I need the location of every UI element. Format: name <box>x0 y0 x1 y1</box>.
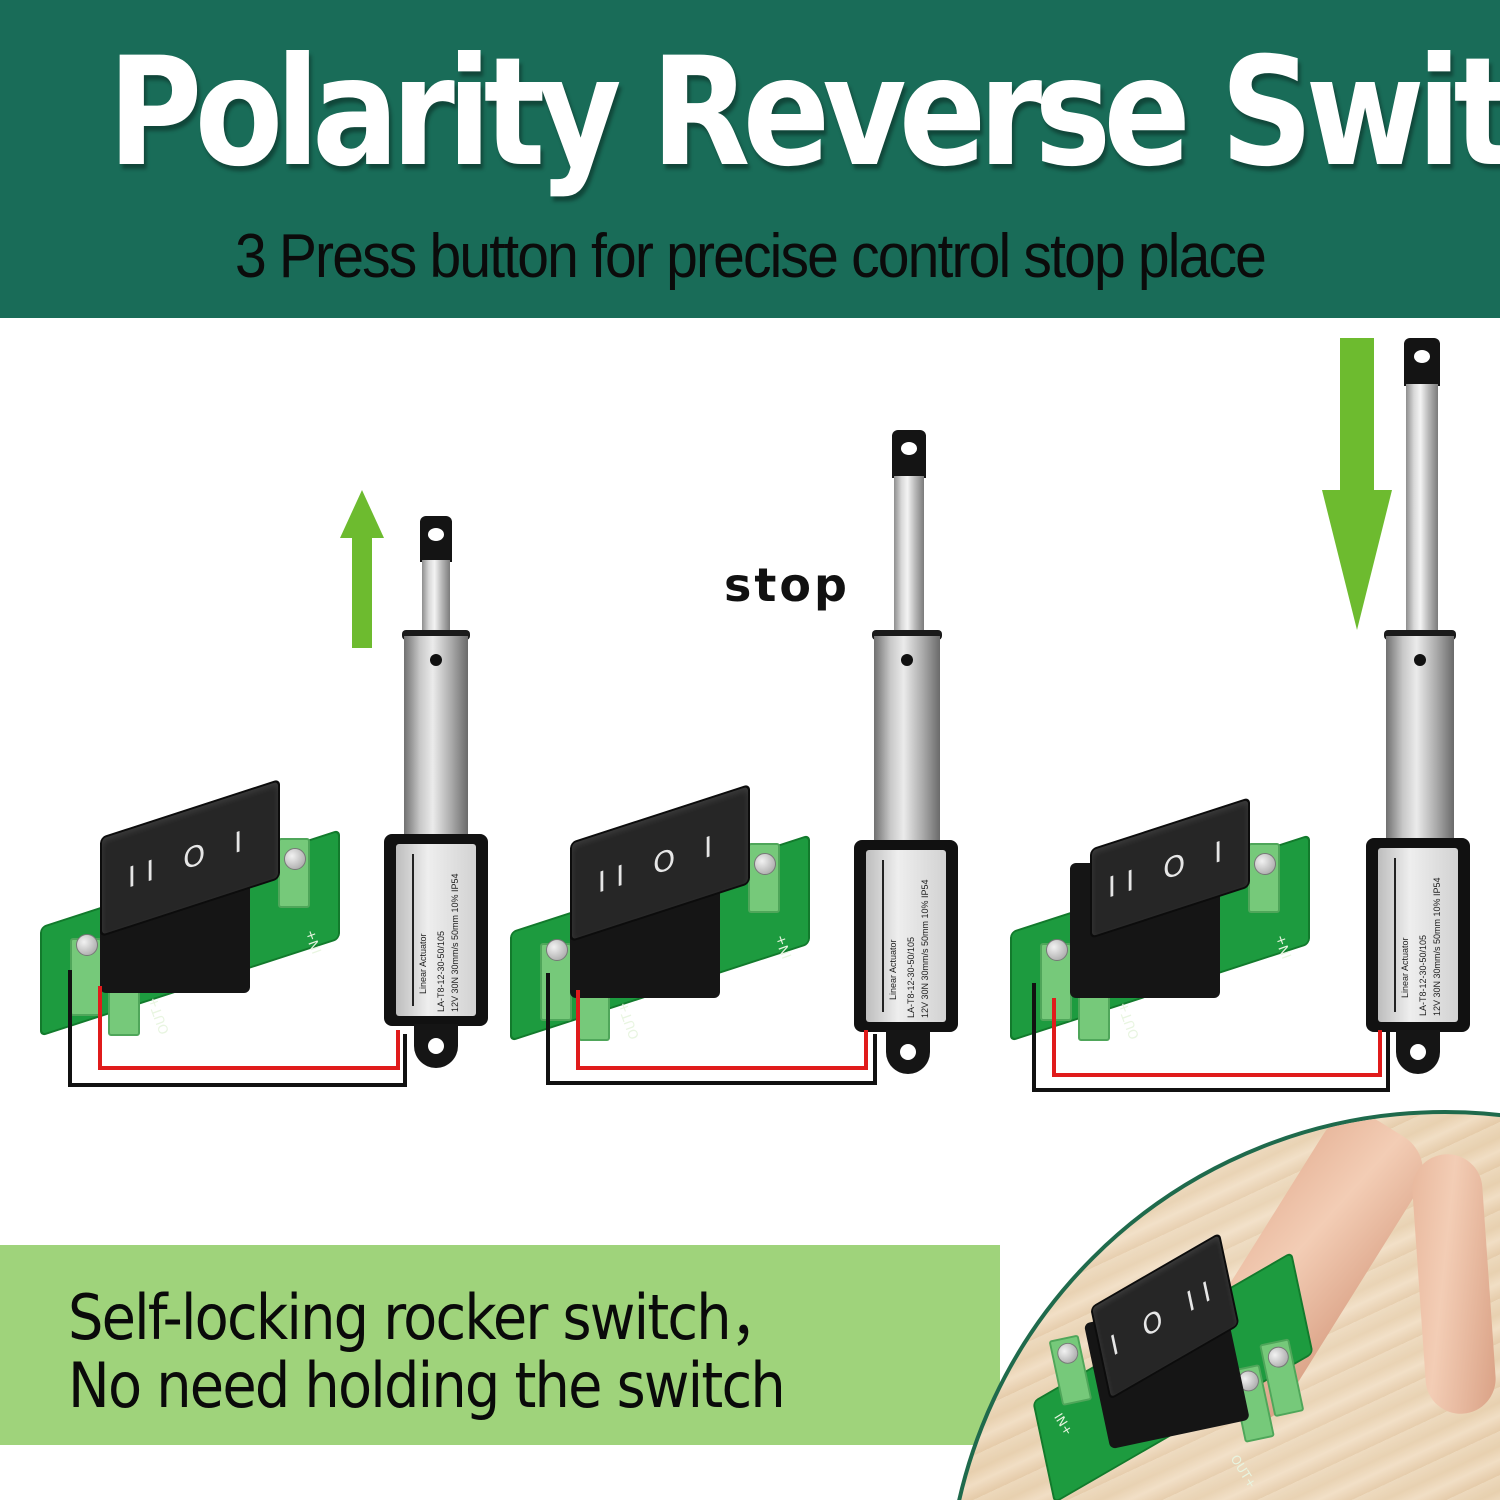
finger <box>1410 1151 1498 1417</box>
page-title: Polarity Reverse Switch <box>107 26 1500 200</box>
board-label-out: OUT+ <box>1227 1452 1259 1492</box>
feature-banner: Self-locking rocker switch， No need hold… <box>0 1245 1000 1445</box>
arrow-up-icon <box>340 490 384 648</box>
linear-actuator-3: Linear Actuator LA-T8-12-30-50/105 12V 3… <box>1362 338 1472 1078</box>
header-banner: Polarity Reverse Switch 3 Press button f… <box>0 0 1500 318</box>
rocker-switch-board-2: II O I OUT+ IN+ <box>510 783 810 1042</box>
actuator-demo-scene: stop Linear Actuator LA-T8-12-30-50/105 … <box>0 318 1500 1258</box>
arrow-down-icon <box>1322 338 1392 630</box>
stop-label: stop <box>724 558 850 612</box>
linear-actuator-1: Linear Actuator LA-T8-12-30-50/105 12V 3… <box>380 516 490 1076</box>
linear-actuator-2: Linear Actuator LA-T8-12-30-50/105 12V 3… <box>850 430 960 1074</box>
rocker-switch-board-photo: I O II IN+ OUT+ <box>1015 1232 1323 1500</box>
rocker-switch-board-3: II O I OUT+ IN+ <box>1010 797 1310 1042</box>
feature-line-2: No need holding the switch <box>68 1349 786 1422</box>
page-subtitle: 3 Press button for precise control stop … <box>234 222 1267 291</box>
feature-line-1: Self-locking rocker switch， <box>68 1281 786 1354</box>
rocker-switch-board-1: II O I OUT+ IN+ <box>40 778 340 1037</box>
wiring <box>68 970 1390 1092</box>
